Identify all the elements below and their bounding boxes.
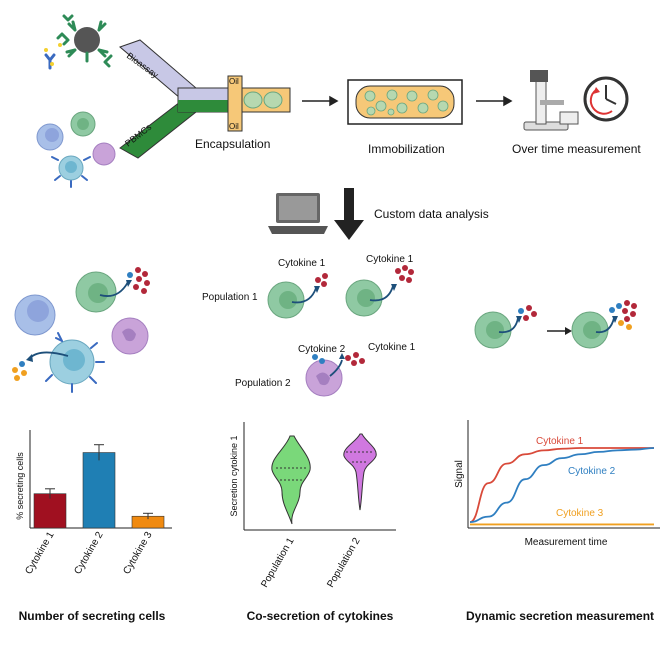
oil-top-label: Oil (229, 77, 239, 86)
violin-chart: Secretion cytokine 1 Population 1 Popula… (229, 422, 396, 623)
bar-category-label-3: Cytokine 3 (121, 530, 154, 577)
line-series-2 (469, 447, 655, 523)
over-time-label: Over time measurement (512, 142, 641, 156)
line-chart-title: Dynamic secretion measurement (466, 609, 654, 623)
line-series-label-1: Cytokine 1 (536, 436, 584, 447)
population-1-cells (267, 265, 414, 319)
custom-analysis-label: Custom data analysis (374, 207, 489, 221)
laptop-icon (268, 193, 328, 234)
violin-category-2: Population 2 (325, 536, 363, 590)
line-series-label-3: Cytokine 3 (556, 508, 604, 519)
line-series-1 (469, 447, 654, 523)
violin-population-1 (271, 435, 311, 525)
bar-category-label-1: Cytokine 1 (23, 530, 56, 577)
line-y-axis-label: Signal (454, 460, 465, 488)
arrow-right-icon (302, 95, 513, 107)
pbmc-cells-icon (36, 111, 116, 188)
bar-chart-title: Number of secreting cells (19, 609, 166, 623)
mid-cytokine-2-label: Cytokine 2 (298, 344, 346, 355)
bar-1 (33, 493, 67, 529)
down-arrow-icon (334, 188, 364, 240)
violin-chart-title: Co-secretion of cytokines (247, 609, 394, 623)
violin-y-axis-label: Secretion cytokine 1 (229, 435, 239, 516)
immobilization-label: Immobilization (368, 142, 445, 156)
microscope-icon (523, 70, 579, 131)
mid-cytokine-1-label-a: Cytokine 1 (278, 258, 326, 269)
violin-category-1: Population 1 (259, 536, 297, 590)
bioassay-bead-cluster-icon (44, 14, 113, 70)
clock-icon (583, 76, 629, 122)
bar-y-axis-label: % secreting cells (15, 452, 25, 520)
bar-chart: % secreting cells Cytokine 1 Cytokine 2 Cy… (15, 430, 172, 623)
microfluidic-chip-icon (119, 39, 291, 159)
population-2-cells (305, 352, 365, 397)
line-x-axis-label: Measurement time (525, 537, 608, 548)
encapsulation-label: Encapsulation (195, 137, 270, 151)
left-cells-illustration (12, 267, 150, 393)
bar-category-label-2: Cytokine 2 (72, 530, 105, 577)
bar-2 (82, 452, 116, 529)
time-progression-cells (474, 300, 637, 349)
population-2-label: Population 2 (235, 378, 291, 389)
immobilization-chamber-icon (347, 79, 463, 125)
line-series-label-2: Cytokine 2 (568, 466, 616, 477)
population-1-label: Population 1 (202, 292, 258, 303)
violin-population-2 (343, 433, 377, 511)
line-chart: Signal Measurement time Cytokine 1 Cytoki… (454, 420, 660, 623)
oil-bottom-label: Oil (229, 122, 239, 131)
mid-cytokine-1-label-b: Cytokine 1 (366, 254, 414, 265)
mid-cytokine-1-label-c: Cytokine 1 (368, 342, 416, 353)
